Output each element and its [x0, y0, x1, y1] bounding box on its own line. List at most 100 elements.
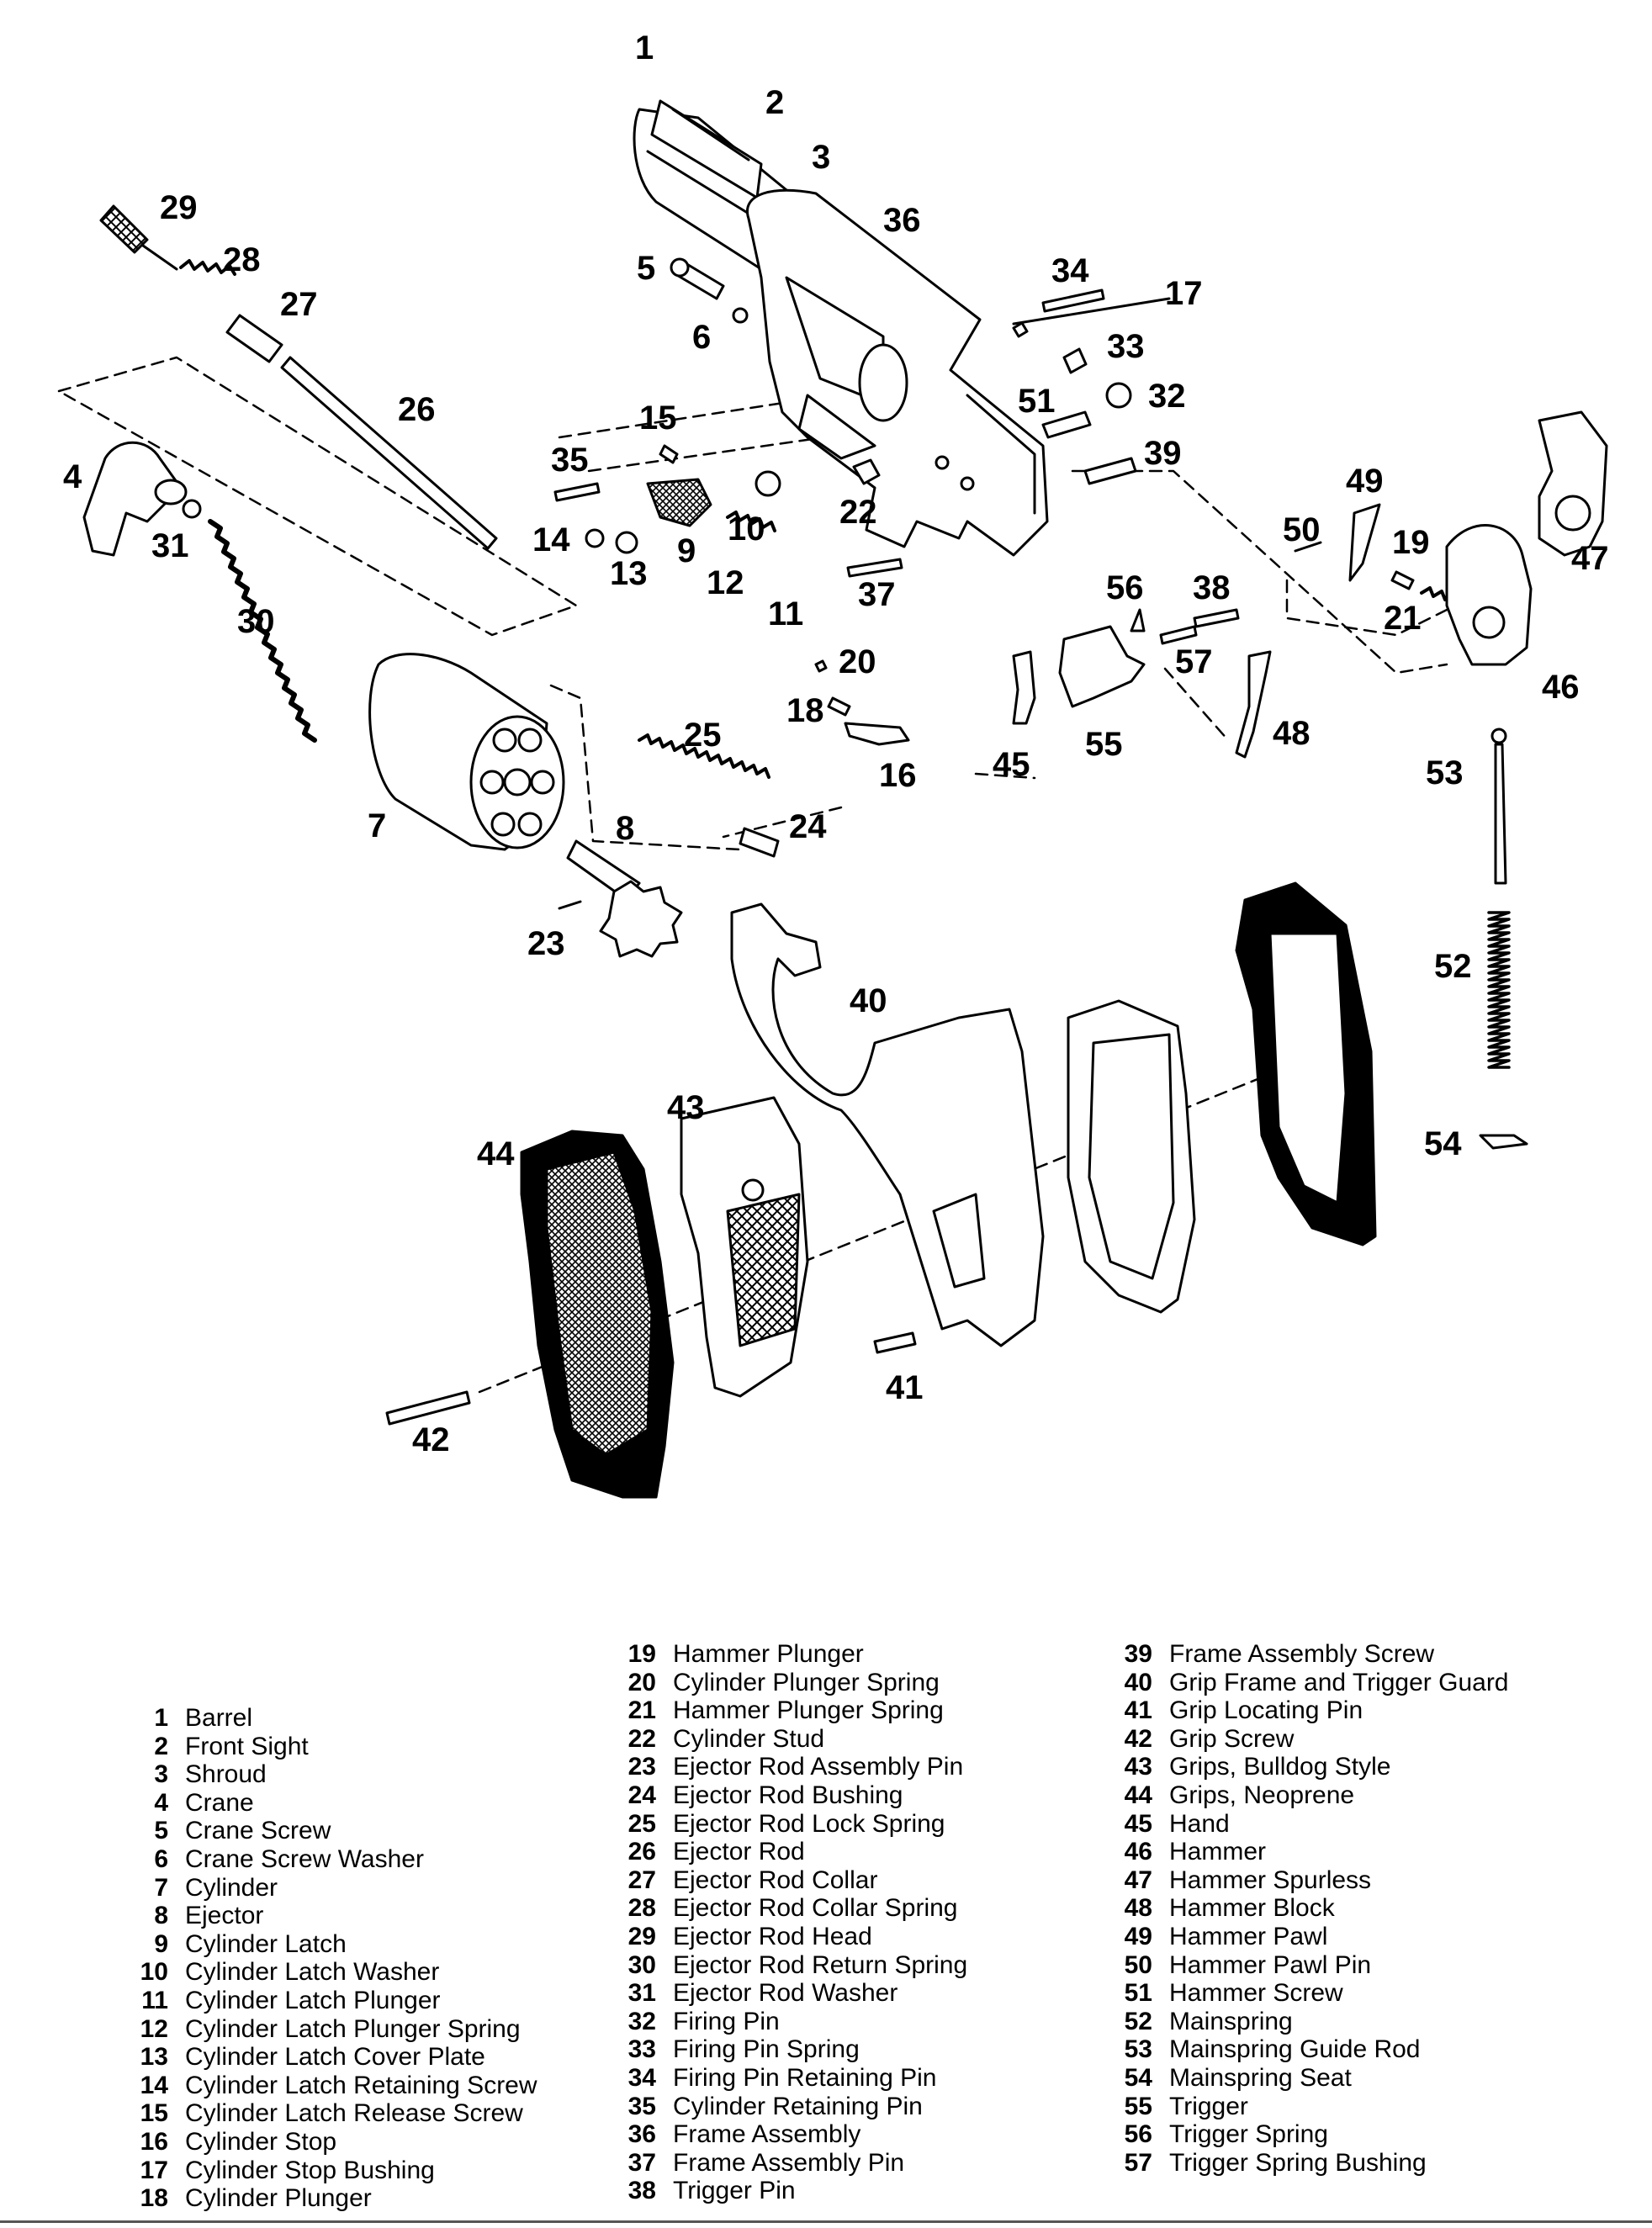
callout-16: 16 — [879, 757, 917, 794]
callout-48: 48 — [1273, 715, 1310, 752]
callout-39: 39 — [1144, 435, 1182, 472]
callout-21: 21 — [1384, 600, 1422, 637]
hammer-pawl-parts — [1294, 503, 1447, 601]
callout-12: 12 — [707, 564, 744, 601]
callout-27: 27 — [280, 286, 318, 323]
callout-42: 42 — [412, 1421, 450, 1458]
callout-32: 32 — [1148, 378, 1186, 415]
exploded-parts-diagram: 1 2 3 4 5 6 7 8 9 10 11 12 13 14 15 16 1… — [57, 29, 1609, 1499]
callout-4: 4 — [63, 458, 82, 495]
grip-frame — [730, 902, 1045, 1347]
callout-7: 7 — [368, 807, 386, 844]
callout-51: 51 — [1018, 383, 1056, 420]
callout-45: 45 — [993, 746, 1030, 783]
crane — [82, 441, 188, 557]
callout-20: 20 — [839, 643, 876, 680]
callout-37: 37 — [858, 576, 896, 613]
mainspring-parts — [1479, 728, 1528, 1150]
callout-56: 56 — [1106, 569, 1144, 606]
callout-10: 10 — [728, 511, 765, 548]
callout-22: 22 — [839, 494, 877, 531]
trigger-parts — [1012, 608, 1272, 759]
ejector-rod-bushing — [739, 827, 780, 858]
callout-9: 9 — [677, 532, 696, 569]
callout-26: 26 — [398, 391, 436, 428]
grip-locating-pin — [873, 1331, 917, 1354]
callout-6: 6 — [692, 319, 711, 356]
cylinder — [368, 653, 565, 851]
callout-43: 43 — [667, 1089, 705, 1126]
grips-neoprene — [520, 1130, 675, 1499]
callout-13: 13 — [610, 555, 648, 592]
callout-17: 17 — [1165, 275, 1203, 312]
ejector-rod-washer — [182, 499, 202, 519]
callout-54: 54 — [1424, 1125, 1462, 1162]
callout-2: 2 — [765, 84, 784, 121]
grip-neoprene-right — [1235, 881, 1377, 1246]
callout-49: 49 — [1346, 463, 1384, 500]
cylinder-stop-parts — [814, 659, 910, 746]
crane-screw — [670, 257, 749, 324]
frame-assembly — [746, 188, 1049, 557]
callout-44: 44 — [477, 1135, 515, 1172]
callout-35: 35 — [551, 442, 589, 479]
hammer — [1445, 524, 1533, 666]
callout-5: 5 — [637, 250, 655, 287]
callout-50: 50 — [1283, 511, 1321, 548]
callout-46: 46 — [1542, 669, 1580, 706]
callout-57: 57 — [1175, 643, 1213, 680]
hammer-spurless — [1538, 410, 1608, 557]
latch-parts — [553, 444, 903, 578]
callout-28: 28 — [223, 241, 261, 278]
callout-33: 33 — [1107, 328, 1145, 365]
callout-15: 15 — [639, 400, 677, 437]
callout-52: 52 — [1434, 948, 1472, 985]
callout-36: 36 — [883, 202, 921, 239]
callout-18: 18 — [786, 692, 824, 729]
callout-14: 14 — [532, 521, 570, 558]
callout-23: 23 — [527, 925, 565, 962]
bottom-divider — [0, 2220, 1652, 2223]
callout-25: 25 — [684, 717, 722, 754]
callout-29: 29 — [160, 189, 198, 226]
grip-screw — [385, 1390, 471, 1426]
